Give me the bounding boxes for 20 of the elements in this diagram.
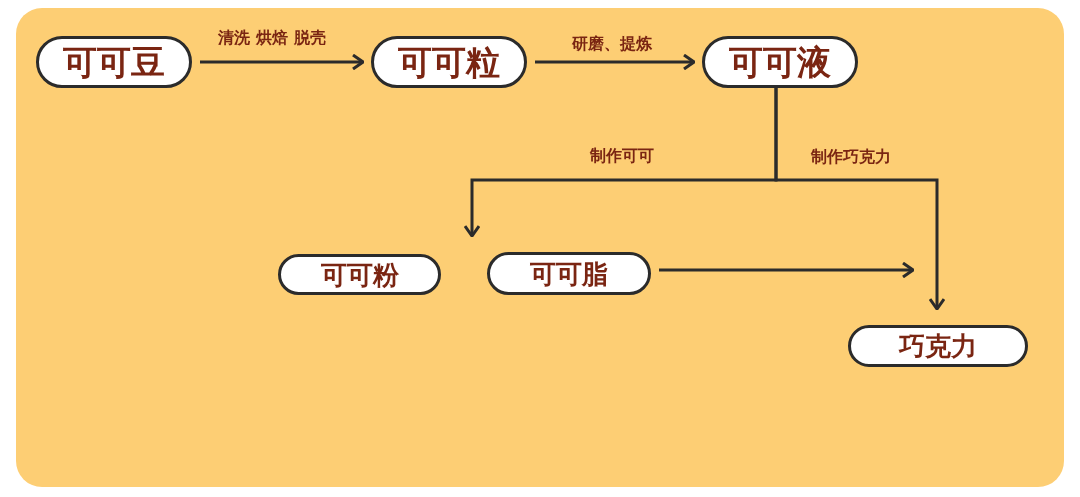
node-label: 可可豆 [63, 45, 165, 79]
process-pill [702, 36, 858, 88]
node-label: 可可液 [729, 45, 831, 79]
arrow [200, 53, 365, 71]
process-pill [371, 36, 527, 88]
node-label: 可可脂 [530, 260, 608, 287]
edge-label: 研磨、提炼 [572, 36, 652, 52]
arrow [774, 88, 946, 311]
edge-label: 制作巧克力 [811, 149, 891, 165]
process-pill [487, 252, 651, 295]
process-pill [278, 254, 441, 295]
node-label: 可可粒 [398, 45, 500, 79]
edge-label: 制作可可 [590, 148, 654, 164]
arrow [659, 261, 915, 279]
arrow [535, 53, 696, 71]
process-pill [36, 36, 192, 88]
node-label: 巧克力 [899, 333, 977, 359]
edge-label: 清洗 烘焙 脱壳 [218, 30, 326, 46]
node-label: 可可粉 [320, 261, 399, 288]
process-pill [848, 325, 1028, 367]
